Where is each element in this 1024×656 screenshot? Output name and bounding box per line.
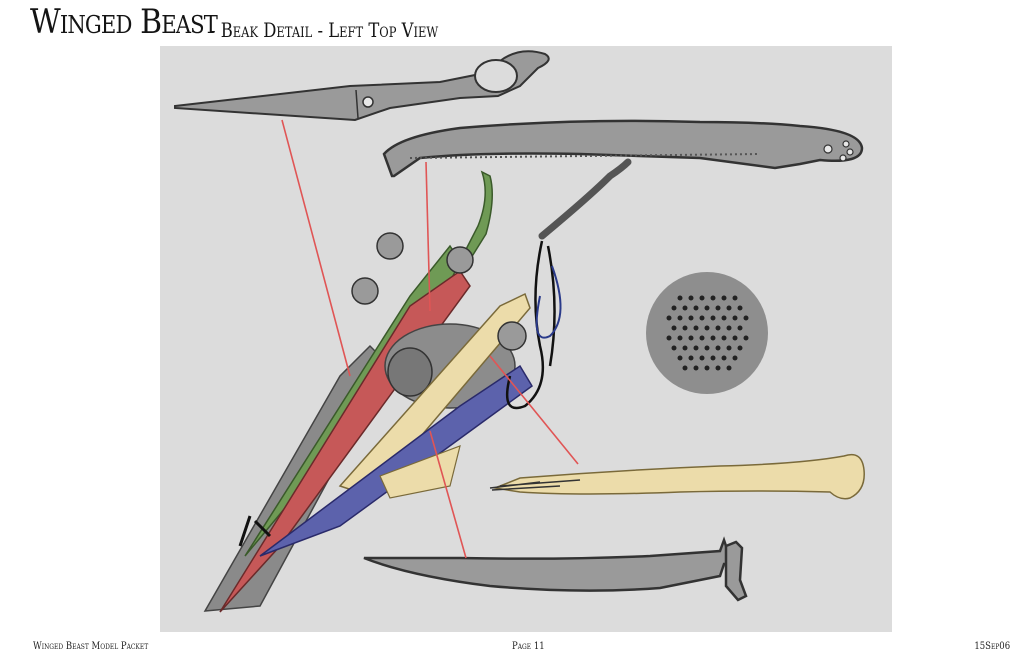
beak-assembly xyxy=(203,158,632,613)
scissors-icon xyxy=(174,50,550,122)
diagram-panel xyxy=(160,46,892,632)
beak-diagram xyxy=(174,50,865,613)
leader-lines xyxy=(281,119,579,559)
footer-left: Winged Beast Model Packet xyxy=(33,641,149,652)
bone-icon xyxy=(489,453,865,500)
saw-icon xyxy=(382,119,864,178)
page-title: Winged Beast - Beak Detail - Left Top Vi… xyxy=(30,2,438,46)
footer-page-number: Page 11 xyxy=(512,641,545,652)
title-main: Winged Beast xyxy=(30,2,218,42)
knife-icon xyxy=(363,536,748,602)
speaker-grille-icon xyxy=(646,272,768,394)
footer-date: 15Sep06 xyxy=(974,641,1010,652)
title-sub: - Beak Detail - Left Top View xyxy=(210,18,439,42)
